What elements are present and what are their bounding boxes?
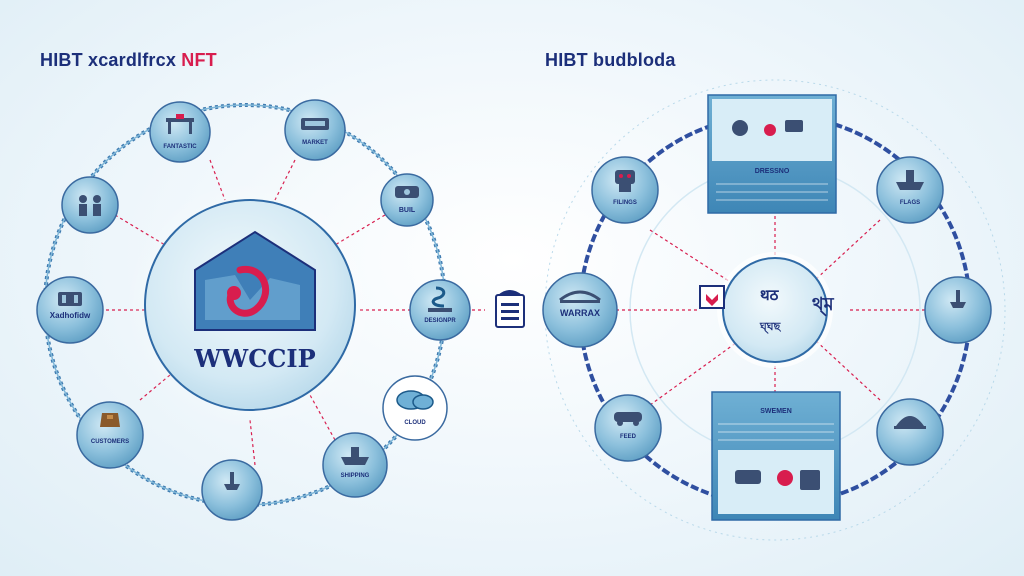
right-hub-line1: थठ — [760, 286, 780, 304]
middle-building-icon — [495, 290, 525, 328]
workbench-icon — [166, 114, 194, 134]
right-node-top-left[interactable]: FILINGS — [591, 156, 659, 224]
car-icon — [614, 412, 642, 426]
left-node-label: Xadhofidw — [50, 311, 91, 320]
people-icon — [79, 195, 101, 216]
lamp-icon — [950, 290, 966, 308]
box-icon — [100, 413, 120, 427]
left-node-right[interactable]: DESIGNPR — [409, 279, 471, 341]
ship-icon — [896, 170, 924, 190]
left-node-label: FANTASTIC — [163, 144, 197, 150]
right-hub — [722, 257, 828, 363]
right-connectors — [610, 210, 935, 406]
left-node-top-right[interactable]: MARKET — [284, 99, 346, 161]
device-icon — [395, 186, 419, 198]
right-bottom-panel-caption: SWEMEN — [760, 408, 792, 415]
left-node-bottom-mid[interactable] — [201, 459, 263, 521]
left-node-label: BUIL — [399, 207, 416, 214]
right-node-label: FLAGS — [900, 200, 920, 206]
stack-icon — [428, 286, 452, 312]
left-node-label: SHIPPING — [341, 473, 370, 479]
right-node-bottom-left[interactable]: FEED — [594, 394, 662, 462]
left-node-right-upper[interactable]: BUIL — [380, 173, 434, 227]
robot-icon — [615, 170, 635, 192]
right-top-panel[interactable]: DRESSNO — [707, 94, 837, 214]
gallery-icon — [58, 292, 82, 306]
left-node-label: DESIGNPR — [424, 318, 456, 324]
ship-icon — [341, 447, 369, 465]
right-hub-line3: ঘ্ঘছ — [759, 320, 782, 334]
left-node-label: CUSTOMERS — [91, 439, 129, 445]
right-top-panel-lines — [716, 183, 828, 201]
left-network: WWCCIP FANTASTIC MARKET — [36, 99, 485, 521]
book-icon — [699, 285, 725, 309]
machine-icon — [735, 470, 820, 490]
right-network: DRESSNO SWEMEN थठ থ্ম ঘ্ঘছ — [542, 79, 1006, 541]
right-title: HIBT budbloda — [545, 50, 676, 70]
right-bottom-panel-lines — [718, 423, 834, 441]
left-node-left[interactable]: Xadhofidw — [36, 276, 104, 344]
left-title-main: HIBT xcardlfrcx — [40, 50, 177, 70]
cloud-icon — [396, 390, 434, 410]
right-node-label: FILINGS — [613, 200, 637, 206]
tools-icon — [732, 120, 803, 136]
right-top-panel-caption: DRESSNO — [755, 168, 790, 175]
left-node-bottom-right[interactable]: SHIPPING — [322, 432, 388, 498]
left-node-bottom-left[interactable]: CUSTOMERS — [76, 401, 144, 469]
right-faint-ring — [544, 79, 1006, 541]
left-hub-label: WWCCIP — [193, 344, 315, 373]
right-node-left[interactable]: WARRAX — [542, 272, 618, 348]
bridge-icon — [559, 290, 601, 303]
left-node-label: MARKET — [302, 140, 328, 146]
left-title: HIBT xcardlfrcx NFT — [40, 50, 217, 71]
left-node-label: CLOUD — [404, 420, 426, 426]
desk-icon — [301, 118, 329, 130]
left-node-top-left[interactable]: FANTASTIC — [149, 101, 211, 163]
right-node-label: WARRAX — [560, 308, 600, 318]
right-node-right[interactable] — [924, 276, 992, 344]
right-node-bottom-right[interactable] — [876, 398, 944, 466]
left-node-left-upper[interactable] — [61, 176, 119, 234]
right-bottom-panel[interactable]: SWEMEN — [711, 391, 841, 521]
right-node-top-right[interactable]: FLAGS — [876, 156, 944, 224]
left-node-cloud[interactable]: CLOUD — [382, 375, 448, 441]
dome-icon — [894, 416, 926, 429]
left-title-accent: NFT — [181, 50, 217, 70]
right-node-label: FEED — [620, 434, 637, 440]
left-hub-house-icon — [194, 230, 316, 331]
right-hub-line2: থ্ম — [812, 294, 835, 317]
lamp-icon — [224, 472, 240, 490]
